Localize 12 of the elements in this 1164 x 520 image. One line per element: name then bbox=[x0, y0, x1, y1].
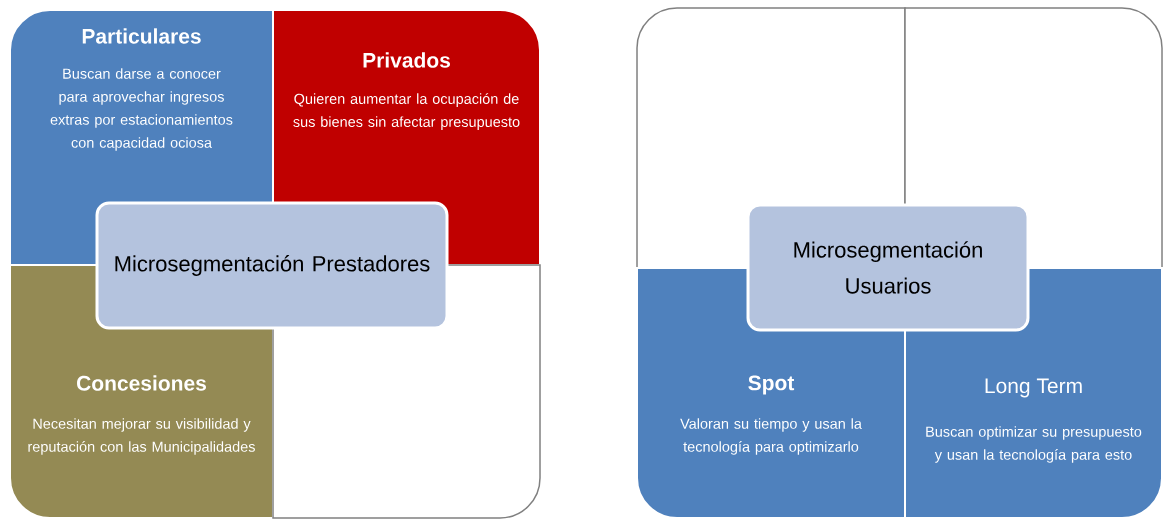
heading: Long Term bbox=[985, 378, 1082, 398]
description: Valoran su tiempo y usan la tecnología para optimizarlo bbox=[680, 418, 862, 455]
description: Necesitan mejorar su visibilidad y reputación con las Municipalidades bbox=[28, 418, 255, 455]
heading: Particulares bbox=[82, 28, 201, 44]
description: Quieren aumentar la ocupación de sus bienes sin afectar presupuesto bbox=[293, 93, 520, 130]
description: Buscan darse a conocer para aprovechar ingresos extras por estacionamientos con capacidad ociosa bbox=[50, 68, 233, 151]
heading: Spot bbox=[748, 375, 795, 395]
center-box: Microsegmentación Prestadores bbox=[95, 201, 449, 330]
center-box: Microsegmentación Usuarios bbox=[746, 203, 1030, 332]
heading: Privados bbox=[363, 52, 450, 68]
description: Buscan optimizar su presupuesto y usan la tecnología para esto bbox=[926, 426, 1142, 463]
heading: Concesiones bbox=[77, 375, 206, 391]
